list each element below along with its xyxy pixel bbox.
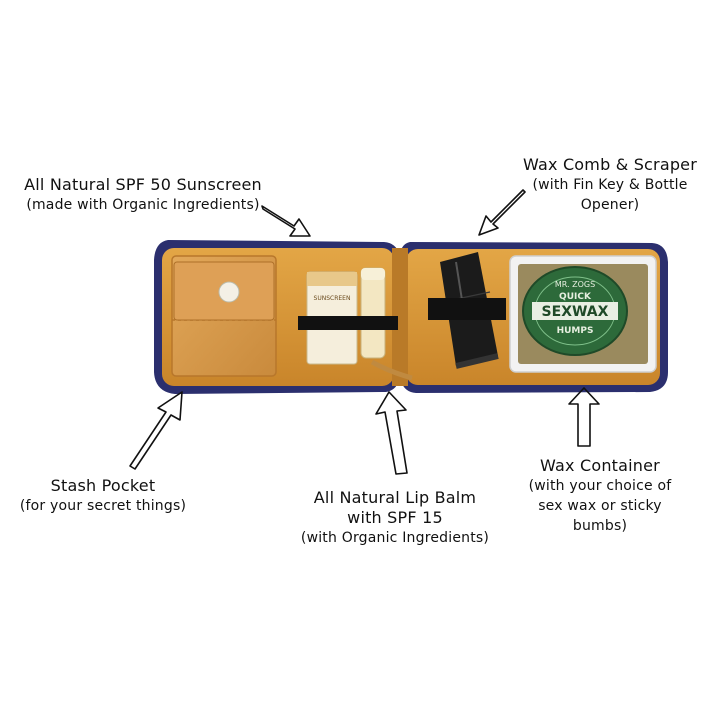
callout-lip-balm: All Natural Lip Balm with SPF 15 (with O… — [290, 488, 500, 548]
callout-wax-container-sub3: bumbs) — [572, 518, 628, 534]
stash-pocket-visual — [171, 255, 277, 377]
callout-sunscreen: All Natural SPF 50 Sunscreen (made with … — [8, 175, 278, 215]
callout-lip-balm-title2: with SPF 15 — [347, 508, 443, 527]
callout-wax-comb-sub2: Opener) — [580, 197, 640, 213]
elastic-strap-right — [428, 298, 506, 320]
callout-stash-pocket-title: Stash Pocket — [50, 476, 156, 495]
zipper-pull — [370, 359, 413, 381]
lip-balm-stick — [360, 267, 386, 359]
svg-text:QUICK: QUICK — [559, 292, 592, 302]
arrow-sunscreen — [261, 205, 311, 237]
callout-wax-container-sub1: (with your choice of — [528, 478, 672, 494]
callout-wax-container: Wax Container (with your choice of sex w… — [505, 456, 695, 536]
callout-wax-container-sub2: sex wax or sticky — [538, 498, 662, 514]
svg-text:HUMPS: HUMPS — [557, 326, 594, 336]
callout-stash-pocket: Stash Pocket (for your secret things) — [8, 476, 198, 516]
svg-text:SUNSCREEN: SUNSCREEN — [314, 295, 351, 302]
arrow-lip-balm — [375, 391, 408, 475]
callout-sunscreen-sub: (made with Organic Ingredients) — [26, 197, 260, 213]
arrow-stash-pocket — [129, 391, 183, 470]
elastic-strap-left — [298, 316, 398, 330]
callout-wax-container-title: Wax Container — [540, 456, 660, 475]
callout-stash-pocket-sub: (for your secret things) — [19, 498, 187, 514]
callout-wax-comb: Wax Comb & Scraper (with Fin Key & Bottl… — [505, 155, 715, 215]
svg-text:MR. ZOGS: MR. ZOGS — [555, 280, 595, 289]
callout-wax-comb-sub1: (with Fin Key & Bottle — [532, 177, 688, 193]
callout-wax-comb-title: Wax Comb & Scraper — [522, 155, 698, 174]
callout-lip-balm-sub: (with Organic Ingredients) — [300, 530, 490, 546]
wax-container: MR. ZOGS QUICK SEXWAX HUMPS — [509, 255, 657, 373]
arrow-wax-comb — [478, 189, 526, 236]
snap-button — [218, 281, 240, 303]
callout-sunscreen-title: All Natural SPF 50 Sunscreen — [24, 175, 262, 194]
arrow-wax-container — [568, 387, 600, 447]
svg-text:SEXWAX: SEXWAX — [542, 304, 609, 320]
callout-lip-balm-title1: All Natural Lip Balm — [313, 488, 477, 507]
